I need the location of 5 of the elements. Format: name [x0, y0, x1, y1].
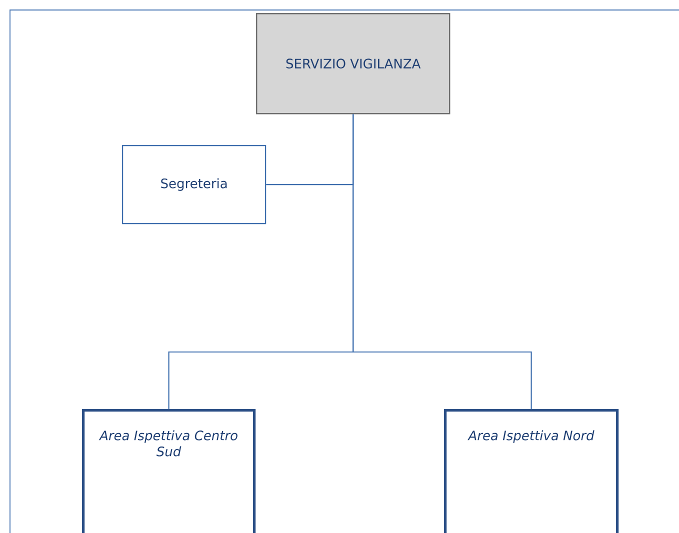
org-box: Segreteria: [122, 145, 266, 224]
org-box: Area Ispettiva Centro Sud: [82, 409, 256, 533]
connector: [352, 114, 532, 409]
title-box: SERVIZIO VIGILANZA: [256, 13, 450, 114]
org-box: Area Ispettiva Nord: [444, 409, 619, 533]
